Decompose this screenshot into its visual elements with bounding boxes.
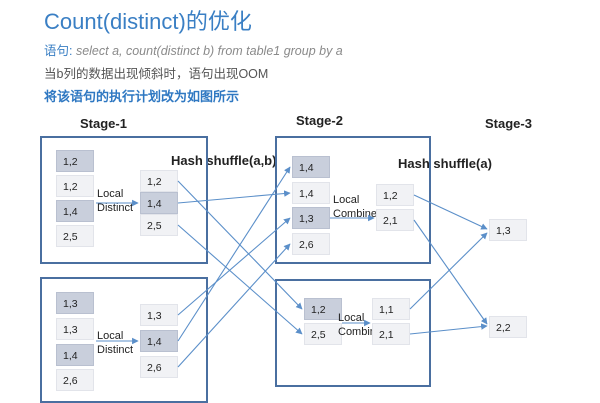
arrow-s2bot-21-to-s3 — [409, 323, 488, 335]
hash-shuffle-ab-label: Hash shuffle(a,b) — [171, 153, 277, 168]
cell-s1-bot-in-3: 2,6 — [56, 369, 94, 391]
cell-s1-top-out-1: 1,4 — [140, 192, 178, 214]
arrow-s2bot-11-to-s3 — [409, 232, 488, 310]
hash-shuffle-a-label: Hash shuffle(a) — [398, 156, 492, 171]
cell-s1-bot-in-2: 1,4 — [56, 344, 94, 366]
stage-2-label: Stage-2 — [296, 113, 343, 128]
cell-s1-bot-in-0: 1,3 — [56, 292, 94, 314]
cell-s2-top-in-0: 1,4 — [292, 156, 330, 178]
cell-s2-bot-out-0: 1,1 — [372, 298, 410, 320]
cell-s2-top-out-1: 2,1 — [376, 209, 414, 231]
cell-s2-bot-in-0: 1,2 — [304, 298, 342, 320]
cell-s1-bot-out-2: 2,6 — [140, 356, 178, 378]
arrow-s1bot-13-to-s2top — [177, 217, 291, 316]
plan-note: 将该语句的执行计划改为如图所示 — [44, 89, 240, 104]
local-combiner-bottom-1: Local — [338, 312, 365, 324]
arrow-s1top-25-to-s2bot — [177, 224, 303, 335]
arrow-s1bot-26-to-s2top — [177, 243, 291, 368]
stage-2-top-box — [275, 136, 431, 264]
arrow-s1top-14-to-s2top — [177, 190, 291, 204]
cell-s2-bot-in-1: 2,5 — [304, 323, 342, 345]
local-combiner-top-1: Local — [333, 194, 360, 206]
statement-prefix: 语句: — [44, 44, 73, 58]
cell-s1-top-in-1: 1,2 — [56, 175, 94, 197]
cell-s3-out-0: 1,3 — [489, 219, 527, 241]
stage-2-bottom-box — [275, 279, 431, 387]
cell-s1-top-out-0: 1,2 — [140, 170, 178, 192]
cell-s1-top-in-2: 1,4 — [56, 200, 94, 222]
statement-line: 语句: select a, count(distinct b) from tab… — [44, 40, 343, 59]
stage-1-label: Stage-1 — [80, 116, 127, 131]
local-distinct-bottom-2: Distinct — [97, 344, 134, 356]
cell-s1-top-in-3: 2,5 — [56, 225, 94, 247]
cell-s1-bot-out-0: 1,3 — [140, 304, 178, 326]
stage-3-label: Stage-3 — [485, 116, 532, 131]
cell-s3-out-1: 2,2 — [489, 316, 527, 338]
statement-code: select a, count(distinct b) from table1 … — [72, 44, 343, 58]
cell-s1-top-in-0: 1,2 — [56, 150, 94, 172]
cell-s2-top-in-3: 2,6 — [292, 233, 330, 255]
cell-s2-bot-out-1: 2,1 — [372, 323, 410, 345]
stage-1-bottom-box — [40, 277, 208, 403]
arrow-s2top-12-to-s3 — [413, 194, 488, 230]
cell-s2-top-in-2: 1,3 — [292, 207, 330, 229]
cell-s1-bot-out-1: 1,4 — [140, 330, 178, 352]
page-title: Count(distinct)的优化 — [44, 9, 252, 34]
skew-note: 当b列的数据出现倾斜时，语句出现OOM — [44, 67, 269, 81]
arrow-s2top-21-to-s3 — [413, 219, 488, 325]
local-distinct-top-2: Distinct — [97, 202, 134, 214]
local-distinct-top-1: Local — [97, 188, 124, 200]
local-distinct-bottom-1: Local — [97, 330, 124, 342]
cell-s2-top-out-0: 1,2 — [376, 184, 414, 206]
cell-s1-top-out-2: 2,5 — [140, 214, 178, 236]
arrow-s1bot-14-to-s2top — [177, 166, 291, 342]
cell-s2-top-in-1: 1,4 — [292, 182, 330, 204]
cell-s1-bot-in-1: 1,3 — [56, 318, 94, 340]
